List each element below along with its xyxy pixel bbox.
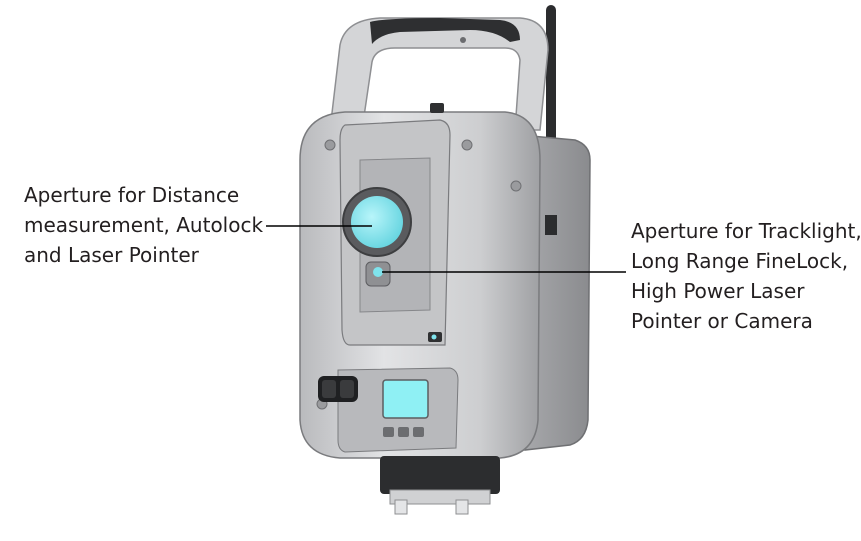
focus-knob (318, 376, 358, 402)
callout-line: and Laser Pointer (24, 243, 199, 267)
callout-line: Aperture for Distance (24, 183, 240, 207)
top-indicator-light (430, 103, 444, 113)
callout-line: High Power Laser (631, 279, 805, 303)
distance-aperture-callout: Aperture for Distance measurement, Autol… (24, 180, 263, 270)
distance-aperture-lens (342, 187, 412, 257)
keypad-panel (337, 367, 459, 453)
callout-line: measurement, Autolock (24, 213, 264, 237)
instrument-base (380, 456, 500, 515)
key-button (398, 427, 409, 437)
display-screen (382, 379, 429, 419)
key-button (383, 427, 394, 437)
key-button (413, 427, 424, 437)
tracklight-aperture (365, 261, 391, 287)
callout-line: Aperture for Tracklight, (631, 219, 861, 243)
callout-line: Pointer or Camera (631, 309, 813, 333)
callout-line: Long Range FineLock, (631, 249, 849, 273)
tracklight-aperture-callout: Aperture for Tracklight, Long Range Fine… (631, 216, 861, 336)
